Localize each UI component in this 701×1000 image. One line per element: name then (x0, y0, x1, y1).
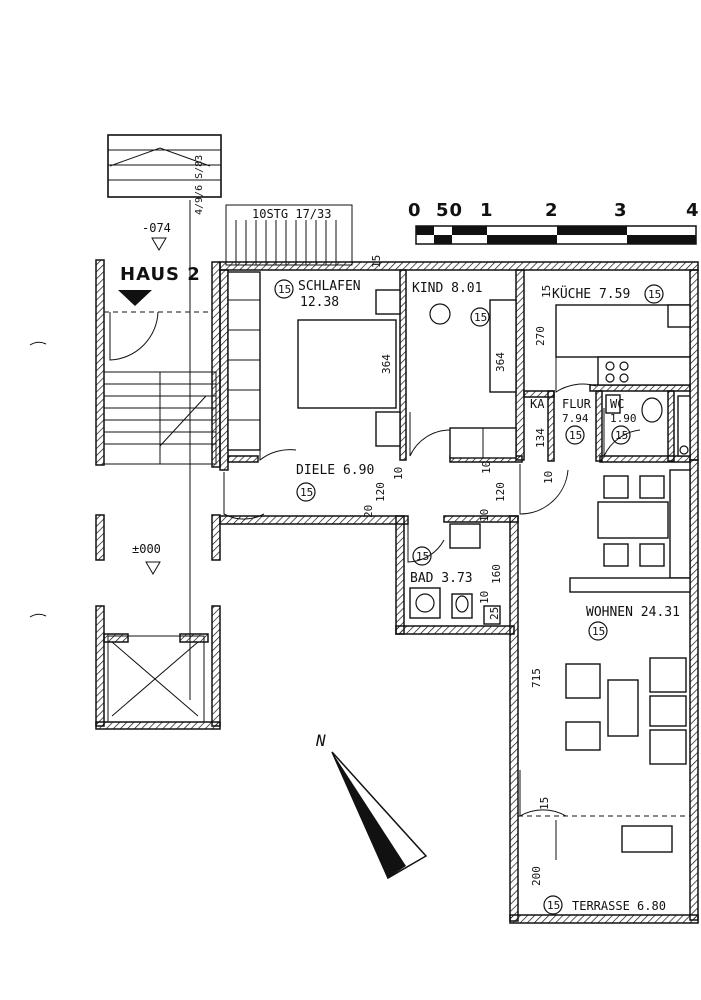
dim-364-schlafen: 364 (380, 354, 393, 374)
room-number-kueche: 15 (648, 288, 661, 301)
upper-stair-block: 4/9/6 S/83 (107, 134, 222, 215)
room-name-diele: DIELE 6.90 (296, 463, 374, 478)
dim-270-kueche: 270 (534, 326, 547, 346)
room-name-schlafen: SCHLAFEN (298, 279, 361, 294)
stair-label: 10STG 17/33 (252, 207, 331, 221)
room-number-schlafen: 15 (278, 283, 291, 296)
room-name-wohnen: WOHNEN 24.31 (586, 605, 680, 620)
room-name-flur: FLUR (562, 397, 592, 411)
scale-bar: 0 50 1 2 3 4 (408, 200, 700, 245)
room-number-bad: 15 (416, 550, 429, 563)
dim-10-c: 10 (542, 471, 555, 484)
left-wing-walls (95, 200, 221, 730)
room-area-wc: 1.90 (610, 412, 637, 425)
scale-label-50: 50 (436, 200, 463, 221)
room-number-flur: 15 (569, 429, 582, 442)
scale-label-1: 1 (480, 200, 494, 221)
room-name-terrasse: TERRASSE 6.80 (572, 899, 666, 913)
dim-20: 20 (362, 505, 375, 518)
dim-120-diele-right: 120 (494, 482, 507, 502)
dim-10-a: 10 (392, 467, 405, 480)
dim-715-wohnen: 715 (530, 668, 543, 688)
room-area-flur: 7.94 (562, 412, 589, 425)
room-number-terrasse: 15 (547, 899, 560, 912)
north-arrow: N (315, 731, 428, 880)
entrance-area: -074 HAUS 2 ±000 (118, 221, 201, 575)
house-label: HAUS 2 (120, 264, 201, 285)
level-top: -074 (142, 221, 171, 235)
dim-15-b: 15 (540, 285, 553, 298)
scale-label-4: 4 (686, 200, 700, 221)
room-name-ka: KA (530, 397, 545, 411)
room-labels: 15 SCHLAFEN 12.38 KIND 8.01 15 KÜCHE 7.5… (274, 279, 680, 915)
north-arrow-icon (332, 752, 406, 878)
room-name-bad: BAD 3.73 (410, 571, 473, 586)
dim-25: 25 (488, 607, 501, 620)
north-label: N (315, 731, 326, 750)
room-name-wc: WC (610, 397, 624, 411)
room-area-schlafen: 12.38 (300, 295, 339, 310)
dim-15-a: 15 (370, 255, 383, 268)
level-entrance: ±000 (132, 542, 161, 556)
room-name-kind: KIND 8.01 (412, 281, 482, 296)
dimension-labels: 364 364 270 134 120 120 10 10 10 10 10 2… (362, 255, 555, 886)
dim-364-kind: 364 (494, 352, 507, 372)
dim-10-b: 10 (480, 461, 493, 474)
dim-10-d: 10 (478, 509, 491, 522)
room-number-kind: 15 (474, 311, 487, 324)
room-name-kueche: KÜCHE 7.59 (552, 285, 630, 302)
dim-200-terrasse: 200 (530, 866, 543, 886)
apartment-walls (219, 261, 699, 924)
dim-10-e: 10 (478, 591, 491, 604)
side-stamp: 4/9/6 S/83 (194, 155, 205, 215)
dim-15-c: 15 (538, 797, 551, 810)
scale-label-3: 3 (614, 200, 628, 221)
room-number-wc: 15 (615, 429, 628, 442)
dim-134-ka: 134 (534, 428, 547, 448)
door-swings (223, 344, 641, 817)
scan-marks (29, 341, 47, 618)
dim-160-bad: 160 (490, 564, 503, 584)
room-number-wohnen: 15 (592, 625, 605, 638)
dim-120-diele-left: 120 (374, 482, 387, 502)
scale-label-2: 2 (545, 200, 559, 221)
furniture (227, 271, 691, 860)
room-number-diele: 15 (300, 486, 313, 499)
staircase: 10STG 17/33 (225, 204, 353, 266)
entrance-arrow-icon (118, 290, 152, 306)
scale-label-0: 0 (408, 200, 422, 221)
